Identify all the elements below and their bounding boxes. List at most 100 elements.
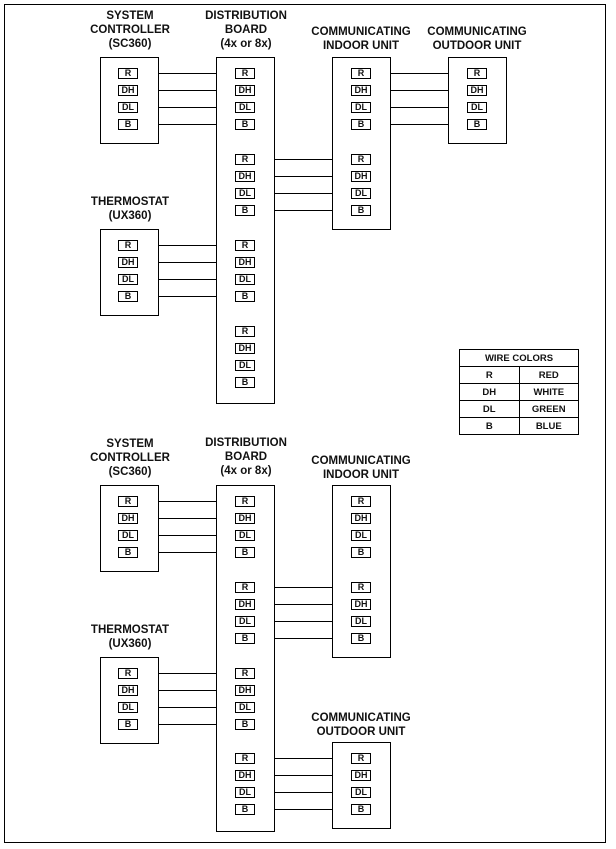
wire-dl <box>275 792 332 793</box>
legend-row: DH WHITE <box>459 383 579 401</box>
wire-dh <box>159 90 216 91</box>
terminal-b-board: B <box>235 377 255 388</box>
terminal-dl-outdoor: DL <box>351 787 371 798</box>
terminal-dl-board: DL <box>235 616 255 627</box>
indoor-unit-label: COMMUNICATING INDOOR UNIT <box>311 455 411 481</box>
wire-r <box>159 673 216 674</box>
terminal-b-board: B <box>235 633 255 644</box>
terminal-b-board: B <box>235 205 255 216</box>
terminal-dh-indoor: DH <box>351 599 371 610</box>
terminal-r-indoor: R <box>351 68 371 79</box>
wire-dl <box>391 107 448 108</box>
wire-dh <box>159 518 216 519</box>
terminal-b-board: B <box>235 291 255 302</box>
terminal-b-indoor: B <box>351 633 371 644</box>
terminal-b-outdoor: B <box>467 119 487 130</box>
terminal-dl-board: DL <box>235 787 255 798</box>
terminal-dh-board: DH <box>235 85 255 96</box>
wire-dh <box>275 604 332 605</box>
terminal-dl-board: DL <box>235 274 255 285</box>
wire-dl <box>159 107 216 108</box>
wire-dl <box>159 535 216 536</box>
wire-colors-legend: WIRE COLORS R RED DH WHITE DL GREEN B BL… <box>459 349 579 435</box>
legend-terminal: DH <box>459 383 520 401</box>
terminal-r-indoor: R <box>351 582 371 593</box>
terminal-b-indoor: B <box>351 547 371 558</box>
legend-color: WHITE <box>518 383 579 401</box>
terminal-dl-board: DL <box>235 702 255 713</box>
terminal-dh-indoor: DH <box>351 85 371 96</box>
thermostat-label: THERMOSTAT (UX360) <box>90 196 170 222</box>
wire-dh <box>275 775 332 776</box>
terminal-dl-board: DL <box>235 102 255 113</box>
terminal-dl-tstat: DL <box>118 702 138 713</box>
outdoor-unit-label: COMMUNICATING OUTDOOR UNIT <box>311 712 411 738</box>
wire-b <box>275 638 332 639</box>
terminal-dh-outdoor: DH <box>467 85 487 96</box>
terminal-dl-tstat: DL <box>118 274 138 285</box>
wire-dl <box>159 707 216 708</box>
wire-dh <box>159 690 216 691</box>
terminal-r-sc: R <box>118 68 138 79</box>
terminal-dl-sc: DL <box>118 102 138 113</box>
legend-terminal: DL <box>459 400 520 418</box>
terminal-dh-board: DH <box>235 171 255 182</box>
terminal-dh-tstat: DH <box>118 257 138 268</box>
distribution-board-label: DISTRIBUTION BOARD (4x or 8x) <box>205 10 287 50</box>
wire-r <box>159 501 216 502</box>
wire-r <box>275 758 332 759</box>
system-controller-label: SYSTEM CONTROLLER (SC360) <box>90 10 170 50</box>
terminal-dl-indoor: DL <box>351 530 371 541</box>
terminal-dl-indoor: DL <box>351 102 371 113</box>
terminal-dl-board: DL <box>235 530 255 541</box>
terminal-r-board: R <box>235 240 255 251</box>
terminal-b-tstat: B <box>118 719 138 730</box>
terminal-r-board: R <box>235 154 255 165</box>
legend-color: RED <box>518 366 579 384</box>
terminal-dl-sc: DL <box>118 530 138 541</box>
wire-b <box>275 809 332 810</box>
terminal-dh-indoor: DH <box>351 171 371 182</box>
wire-dl <box>275 193 332 194</box>
wire-b <box>159 552 216 553</box>
distribution-board-label: DISTRIBUTION BOARD (4x or 8x) <box>205 437 287 477</box>
wire-r <box>275 159 332 160</box>
terminal-b-indoor: B <box>351 119 371 130</box>
legend-row: R RED <box>459 366 579 384</box>
terminal-r-outdoor: R <box>351 753 371 764</box>
terminal-r-outdoor: R <box>467 68 487 79</box>
indoor-unit-label: COMMUNICATING INDOOR UNIT <box>311 26 411 52</box>
terminal-dh-board: DH <box>235 343 255 354</box>
wire-b <box>275 210 332 211</box>
wire-r <box>159 73 216 74</box>
terminal-dl-indoor: DL <box>351 616 371 627</box>
terminal-dh-sc: DH <box>118 513 138 524</box>
terminal-r-indoor: R <box>351 496 371 507</box>
terminal-dh-board: DH <box>235 513 255 524</box>
terminal-dh-board: DH <box>235 257 255 268</box>
terminal-dh-tstat: DH <box>118 685 138 696</box>
terminal-r-board: R <box>235 326 255 337</box>
terminal-r-tstat: R <box>118 240 138 251</box>
legend-title: WIRE COLORS <box>459 349 579 367</box>
terminal-dl-board: DL <box>235 360 255 371</box>
terminal-dl-board: DL <box>235 188 255 199</box>
terminal-dh-outdoor: DH <box>351 770 371 781</box>
terminal-b-outdoor: B <box>351 804 371 815</box>
diagram-frame <box>4 4 606 843</box>
legend-terminal: R <box>459 366 520 384</box>
terminal-dh-board: DH <box>235 770 255 781</box>
terminal-r-board: R <box>235 68 255 79</box>
terminal-r-board: R <box>235 668 255 679</box>
terminal-dl-indoor: DL <box>351 188 371 199</box>
terminal-r-sc: R <box>118 496 138 507</box>
terminal-dh-indoor: DH <box>351 513 371 524</box>
wire-r <box>391 73 448 74</box>
distribution-board-box <box>216 57 275 404</box>
thermostat-label: THERMOSTAT (UX360) <box>90 624 170 650</box>
legend-row: B BLUE <box>459 417 579 435</box>
terminal-b-board: B <box>235 804 255 815</box>
terminal-b-sc: B <box>118 119 138 130</box>
wire-dl <box>159 279 216 280</box>
terminal-b-sc: B <box>118 547 138 558</box>
